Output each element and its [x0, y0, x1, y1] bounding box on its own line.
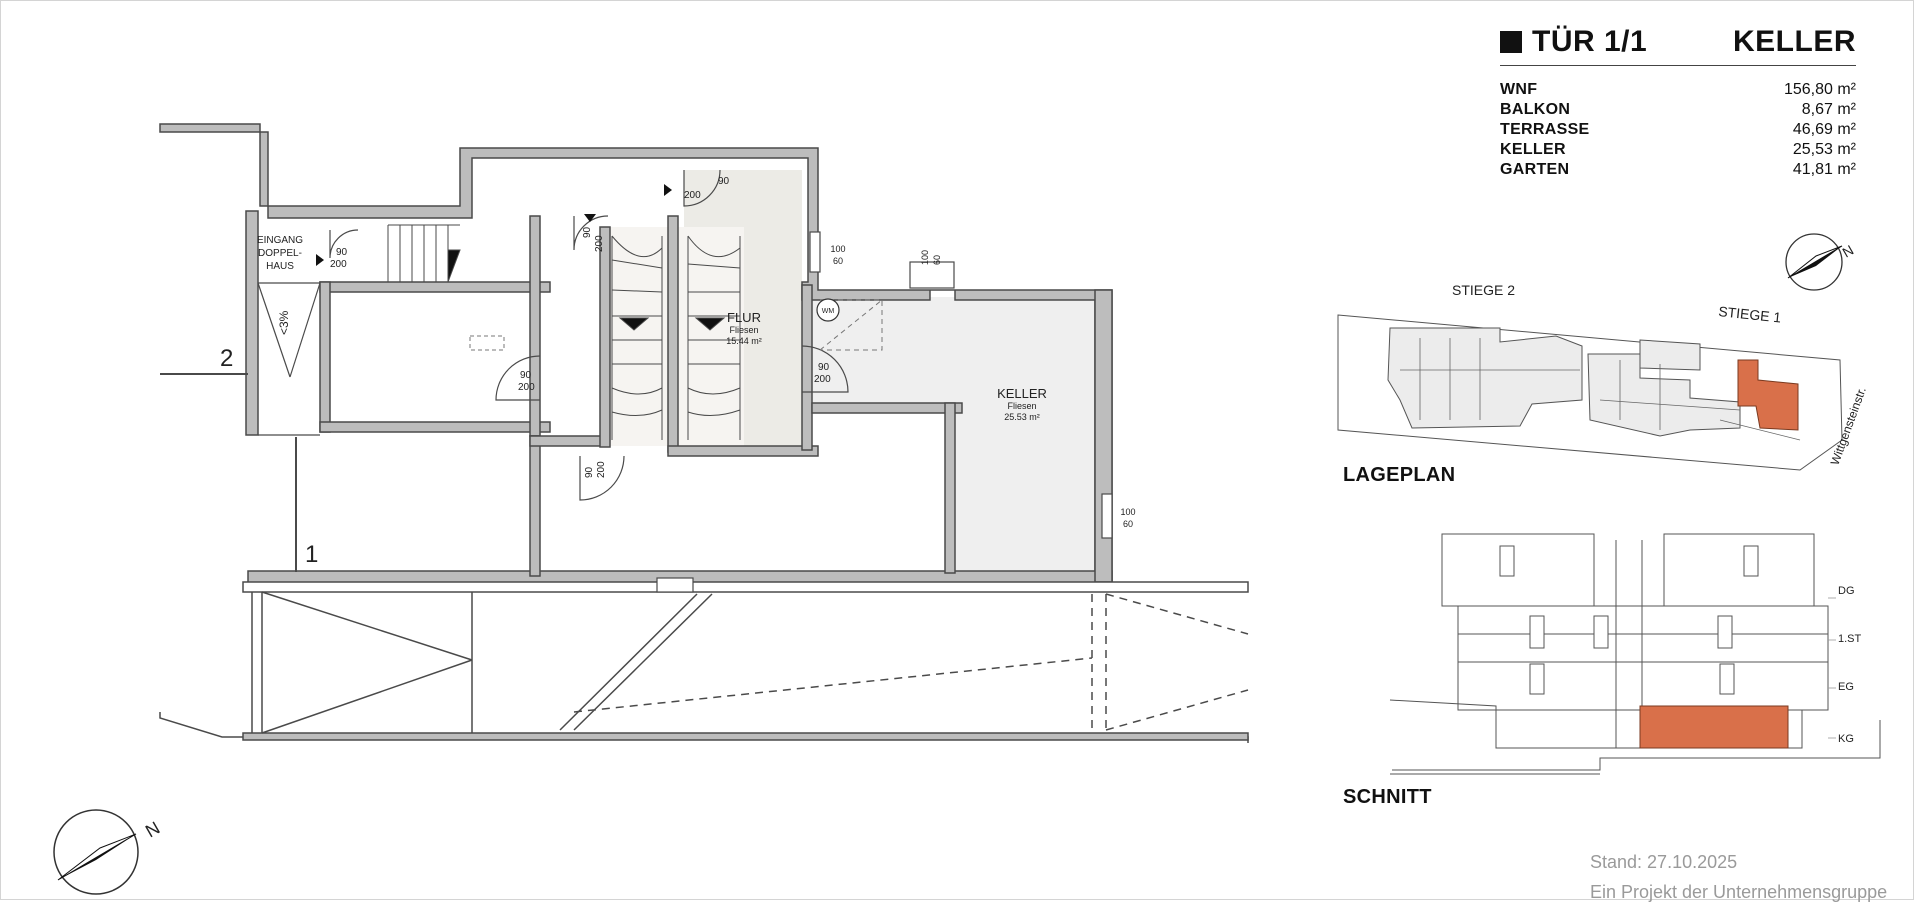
door-small-w: 90: [582, 226, 593, 238]
stiege-1-label: STIEGE 1: [1718, 303, 1783, 326]
site-highlight: [1737, 359, 1799, 431]
footer-project: Ein Projekt der Unternehmensgruppe: [1590, 882, 1888, 902]
door-lower-h: 200: [596, 461, 607, 478]
entrance-label-line1: EINGANG: [257, 235, 303, 246]
area-label: WNF: [1500, 81, 1538, 98]
schnitt-title: SCHNITT: [1343, 786, 1432, 808]
level-dg: DG: [1838, 585, 1855, 597]
unit-label: TÜR 1/1: [1532, 25, 1648, 58]
section-highlight: [1639, 705, 1789, 749]
window-2-h: 60: [932, 255, 942, 265]
area-value: 8,67 m²: [1801, 101, 1856, 118]
stiege-2-label: STIEGE 2: [1452, 282, 1515, 298]
level-1st: 1.ST: [1838, 633, 1862, 645]
wm-label: WM: [822, 308, 835, 315]
floor-label: KELLER: [1733, 25, 1856, 58]
entrance-label-line3: HAUS: [266, 261, 294, 272]
window-1-h: 60: [833, 256, 843, 266]
entrance-label-line2: DOPPEL-: [258, 248, 302, 259]
lageplan-title: LAGEPLAN: [1343, 464, 1456, 486]
entrance-door-w: 90: [336, 247, 348, 258]
dashed-box: [469, 335, 505, 351]
area-label: GARTEN: [1500, 161, 1570, 178]
level-kg: KG: [1838, 733, 1854, 745]
window-3-h: 60: [1123, 519, 1133, 529]
site-north-arrow-icon: N: [1785, 233, 1856, 291]
door-swings: [329, 169, 849, 501]
area-label: BALKON: [1500, 101, 1571, 118]
door-lower-w: 90: [584, 466, 595, 478]
door-top-w: 90: [718, 176, 730, 187]
square-icon: [1500, 31, 1522, 53]
axis-1-label: 1: [305, 541, 318, 568]
keller-room: [812, 297, 1102, 573]
entrance-label: EINGANG DOPPEL- HAUS: [257, 235, 303, 272]
entrance-ramp: [160, 282, 321, 572]
dashed-diagonal: [819, 299, 883, 351]
unit-heading: TÜR 1/1: [1500, 25, 1647, 59]
level-eg: EG: [1838, 681, 1854, 693]
site-boundary: [1337, 314, 1843, 471]
area-table: WNF 156,80 m² BALKON 8,67 m² TERRASSE 46…: [1500, 80, 1856, 180]
entrance-door-h: 200: [330, 259, 347, 270]
wm-icon: [816, 298, 840, 322]
area-row: WNF 156,80 m²: [1500, 80, 1856, 100]
keller-area: 25.53 m²: [1004, 412, 1040, 422]
north-arrow-icon: N: [53, 809, 163, 895]
area-row: GARTEN 41,81 m²: [1500, 160, 1856, 180]
footer-date: Stand: 27.10.2025: [1590, 852, 1738, 872]
section-level-lines: [1828, 597, 1836, 739]
door-left-h: 200: [518, 382, 535, 393]
section-drawing: [1389, 533, 1881, 775]
keller-finish: Fliesen: [1007, 401, 1036, 411]
site-interior-lines: [1400, 338, 1801, 441]
door-arrow-icon: [664, 184, 672, 196]
area-row: KELLER 25,53 m²: [1500, 140, 1856, 160]
door-top-h: 200: [684, 190, 701, 201]
door-arrow-icon-2: [316, 254, 324, 266]
garage: [159, 581, 1249, 743]
flur-finish: Fliesen: [729, 325, 758, 335]
flur-area: 15.44 m²: [726, 336, 762, 346]
area-value: 41,81 m²: [1792, 161, 1856, 178]
door-arrow-icon-3: [584, 214, 596, 222]
site-buildings: [1387, 327, 1741, 437]
area-row: TERRASSE 46,69 m²: [1500, 120, 1856, 140]
dashed-fixture: [820, 299, 883, 351]
door-left-w: 90: [520, 370, 532, 381]
area-label: KELLER: [1500, 141, 1566, 158]
axis-2-label: 2: [220, 345, 233, 372]
door-flur-h: 200: [814, 374, 831, 385]
area-label: TERRASSE: [1500, 121, 1590, 138]
window-2-w: 100: [920, 250, 930, 265]
area-value: 46,69 m²: [1792, 121, 1856, 138]
area-value: 25,53 m²: [1792, 141, 1856, 158]
street-label: Wittgensteinstr.: [1828, 385, 1869, 467]
stair-flights: [387, 224, 741, 440]
area-row: BALKON 8,67 m²: [1500, 100, 1856, 120]
window-1-w: 100: [830, 244, 845, 254]
slope-label: <3%: [277, 310, 291, 335]
window-3-w: 100: [1120, 507, 1135, 517]
windows: [656, 231, 1113, 593]
door-flur-w: 90: [818, 362, 830, 373]
area-value: 156,80 m²: [1783, 81, 1856, 98]
title-block: TÜR 1/1 KELLER WNF 156,80 m² BALKON 8,67…: [1500, 25, 1856, 180]
keller-name: KELLER: [997, 386, 1047, 401]
title-row: TÜR 1/1 KELLER: [1500, 25, 1856, 66]
walls: [159, 123, 1113, 584]
flur-name: FLUR: [727, 310, 761, 325]
door-small-h: 200: [594, 235, 605, 252]
